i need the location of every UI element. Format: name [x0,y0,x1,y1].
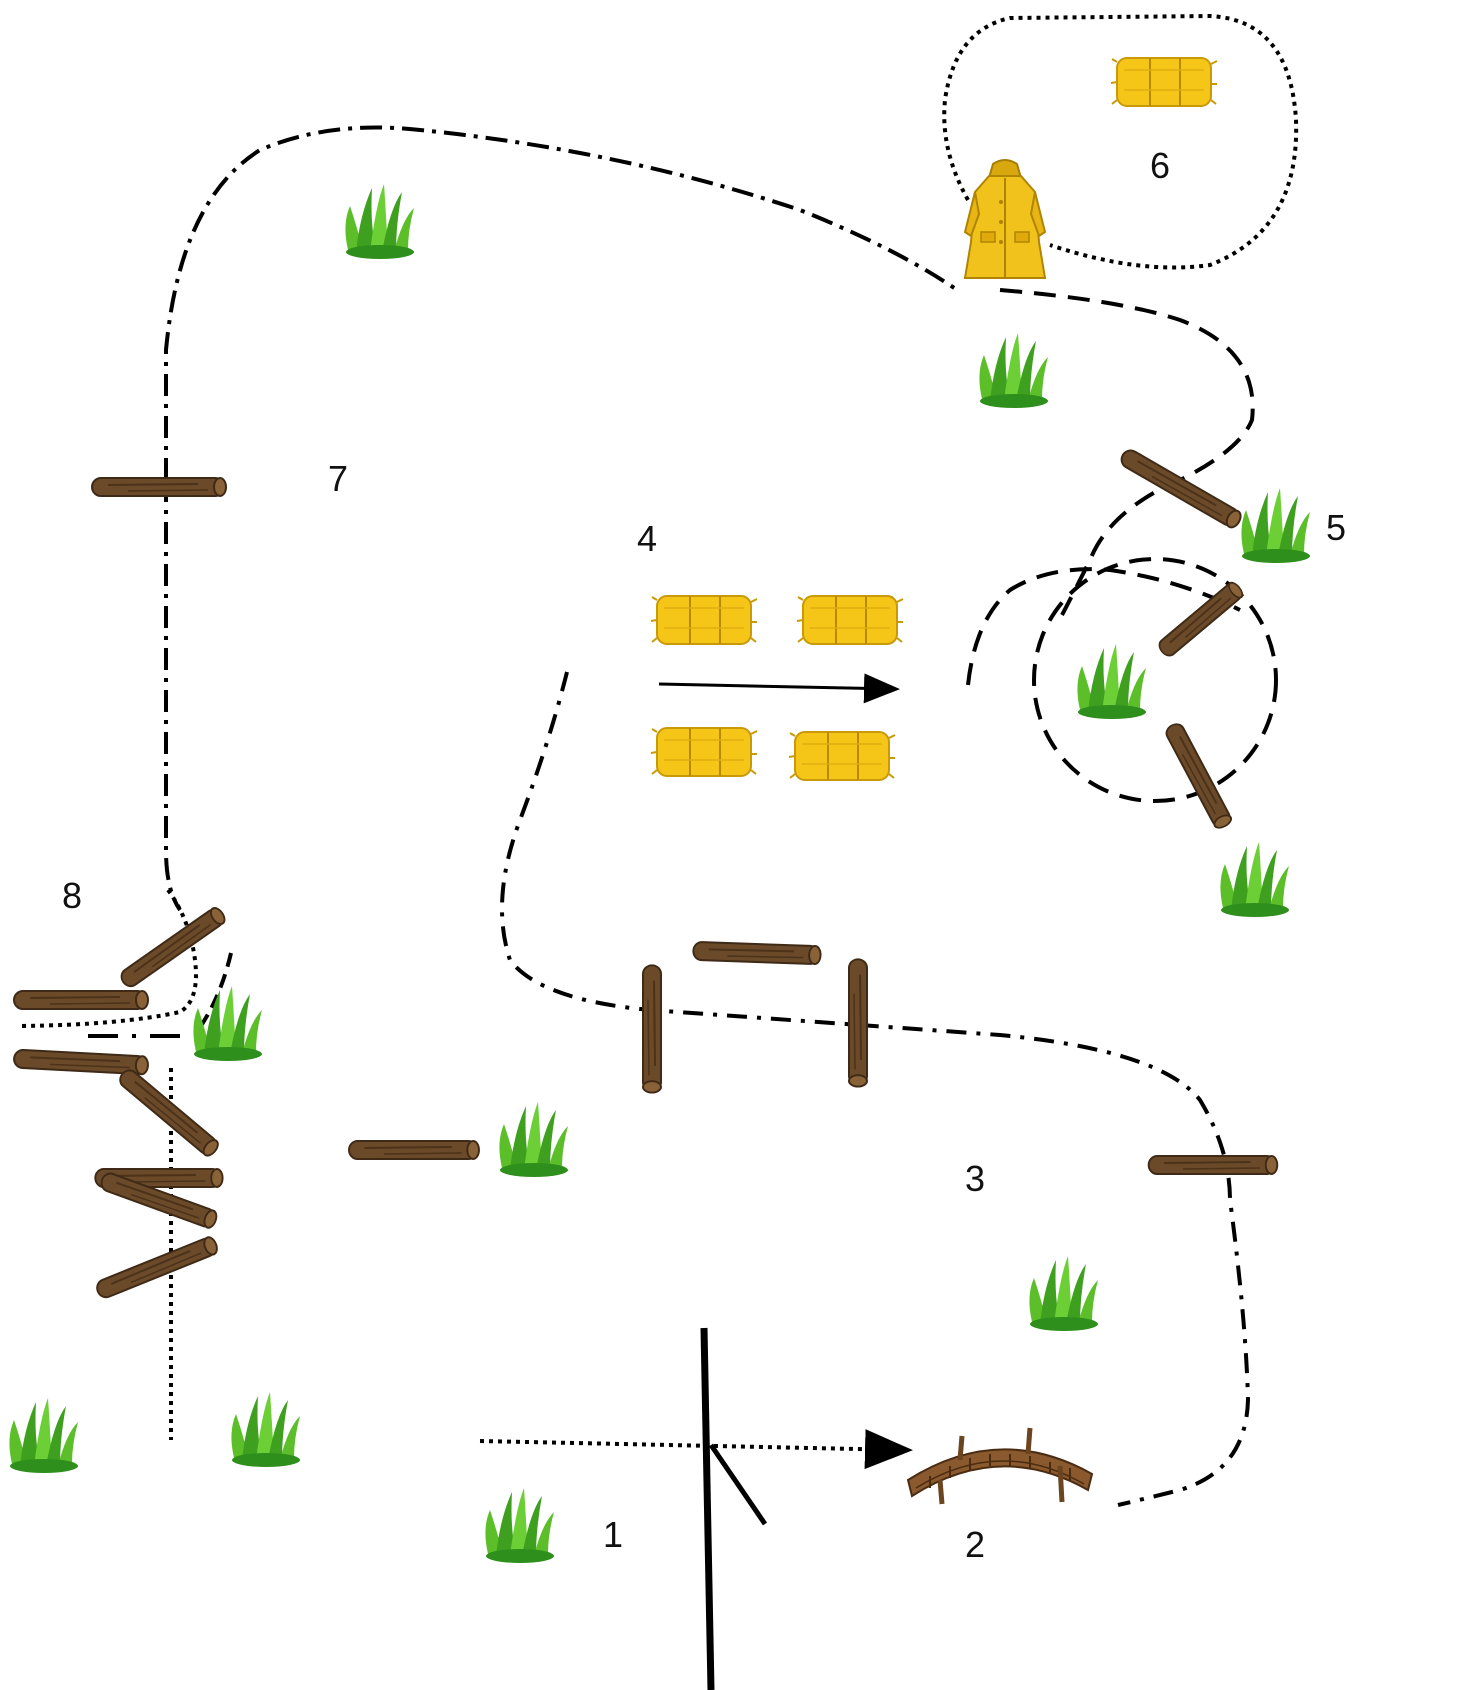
station-label-7: 7 [328,458,348,499]
log-icon [92,478,226,496]
log-icon [94,1235,219,1299]
log-icon [118,906,227,990]
station-label-5: 5 [1326,507,1346,548]
dash-dot-trail-left [166,480,180,910]
station-label-4: 4 [637,518,657,559]
hay-bale-icon [797,596,903,644]
hay-bale-icon [1111,58,1217,106]
arrow-4 [659,684,894,689]
log-icon [849,959,867,1086]
grass-tuft-icon [485,1488,554,1563]
station-label-6: 6 [1150,145,1170,186]
log-icon [1149,1156,1278,1174]
log-icon [1156,580,1245,658]
grass-tuft-icon [1077,644,1146,719]
grass-tuft-icon [231,1392,300,1467]
wooden-bridge-icon [908,1428,1092,1504]
log-icon [1118,447,1243,530]
grass-tuft-icon [1029,1256,1098,1331]
hay-bale-icon [789,732,895,780]
log-icon [14,991,148,1009]
grass-tuft-icon [1220,842,1289,917]
raincoat-icon [965,160,1045,278]
station-label-3: 3 [965,1158,985,1199]
gate-pole-icon [704,1328,765,1690]
hay-bale-icon [651,728,757,776]
station-label-1: 1 [603,1514,623,1555]
station-label-2: 2 [965,1524,985,1565]
log-icon [693,942,821,964]
grass-tuft-icon [9,1398,78,1473]
grass-tuft-icon [499,1102,568,1177]
dash-dot-trail-middle [502,672,1248,1505]
dotted-arrow-1 [480,1441,905,1450]
log-icon [117,1067,221,1158]
log-icon [349,1141,479,1159]
log-icon [1164,721,1233,830]
log-icon [643,965,661,1092]
grass-tuft-icon [979,333,1048,408]
station-label-8: 8 [62,875,82,916]
grass-tuft-icon [1241,488,1310,563]
dash-dot-trail-top [166,128,960,481]
hay-bale-icon [651,596,757,644]
grass-tuft-icon [345,184,414,259]
